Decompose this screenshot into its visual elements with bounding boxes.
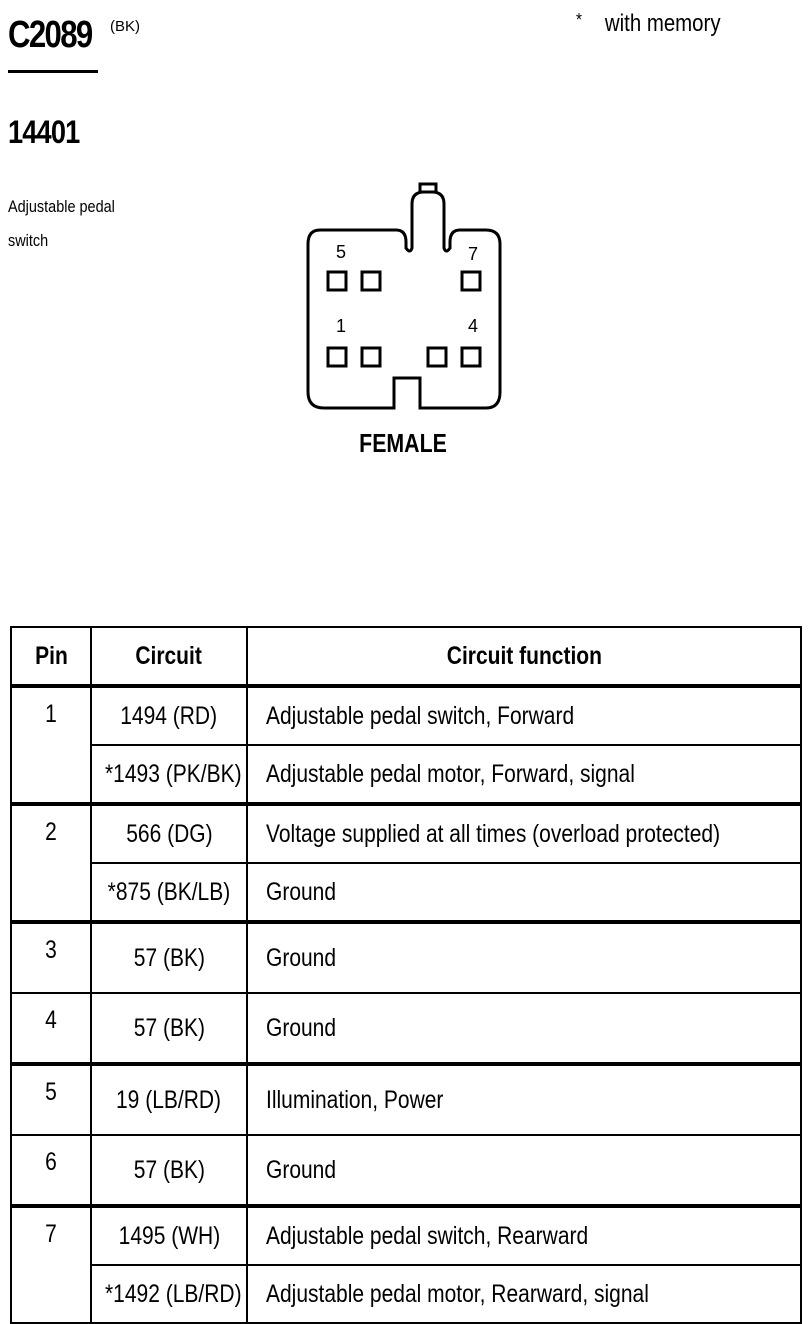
header-function: Circuit function [246,626,802,688]
pin-cell: 3 [10,920,92,994]
table-row: *1492 (LB/RD) Adjustable pedal motor, Re… [11,1264,802,1324]
table-row: 2 566 (DG) Voltage supplied at all times… [10,802,802,923]
table-row: 7 1495 (WH) Adjustable pedal switch, Rea… [10,1204,802,1324]
cavity-2 [360,346,382,368]
connector-id-underline [8,70,98,73]
component-description: Adjustable pedal switch [8,190,127,258]
pin-cell: 6 [10,1134,92,1207]
function-cell: Ground [246,920,802,994]
pin-table-header: Pin Circuit Circuit function [10,626,802,688]
function-cell: Ground [246,992,802,1065]
diagram-pin-1-label: 1 [336,316,346,336]
diagram-pin-7-label: 7 [468,244,478,264]
table-row: 4 57 (BK) Ground [10,992,802,1065]
header-circuit: Circuit [90,626,248,688]
pin-cell: 5 [10,1062,92,1136]
circuit-cell: 57 (BK) [90,920,248,994]
cavity-3 [426,346,448,368]
pin-cell: 1 [10,685,92,805]
pin-table: Pin Circuit Circuit function 1 1494 (RD)… [10,626,802,1324]
component-description-line1: Adjustable pedal [8,197,115,216]
pin-cell: 4 [10,992,92,1065]
note-symbol: * [576,10,582,30]
component-description-line2: switch [8,231,49,250]
circuit-cell: 57 (BK) [90,1134,248,1207]
note-text: with memory [604,10,721,37]
cavity-4 [460,346,482,368]
cavity-5 [326,270,348,292]
function-cell: Ground [246,1134,802,1207]
function-cell: Adjustable pedal motor, Forward, signal [246,744,802,805]
connector-face-diagram: 5 7 1 4 [306,182,502,410]
circuit-cell: *1493 (PK/BK) [90,744,248,805]
connector-id: C2089 [8,14,93,56]
diagram-pin-5-label: 5 [336,242,346,262]
circuit-cell: *1492 (LB/RD) [90,1264,248,1324]
circuit-cell: 566 (DG) [90,802,248,864]
cavity-6 [360,270,382,292]
function-cell: Illumination, Power [246,1062,802,1136]
circuit-cell: 57 (BK) [90,992,248,1065]
circuit-cell: 1495 (WH) [90,1204,248,1266]
connector-outline [306,190,502,410]
table-row: *1493 (PK/BK) Adjustable pedal motor, Fo… [11,744,802,805]
cavity-1 [326,346,348,368]
circuit-cell: 1494 (RD) [90,685,248,746]
pin-cell: 7 [10,1204,92,1324]
table-row: 6 57 (BK) Ground [10,1134,802,1207]
function-cell: Ground [246,862,802,923]
pin-cell: 2 [10,802,92,923]
circuit-cell: 19 (LB/RD) [90,1062,248,1136]
function-cell: Adjustable pedal switch, Rearward [246,1204,802,1266]
function-cell: Voltage supplied at all times (overload … [246,802,802,864]
function-cell: Adjustable pedal motor, Rearward, signal [246,1264,802,1324]
table-row: 3 57 (BK) Ground [10,920,802,994]
part-number: 14401 [8,114,80,150]
header-pin: Pin [10,626,92,688]
connector-color: (BK) [110,18,140,35]
connector-gender-label: FEMALE [359,428,447,458]
table-row: 5 19 (LB/RD) Illumination, Power [10,1062,802,1136]
table-row: 1 1494 (RD) Adjustable pedal switch, For… [10,685,802,805]
function-cell: Adjustable pedal switch, Forward [246,685,802,746]
cavity-7 [460,270,482,292]
table-row: *875 (BK/LB) Ground [11,862,802,923]
circuit-cell: *875 (BK/LB) [90,862,248,923]
diagram-pin-4-label: 4 [468,316,478,336]
